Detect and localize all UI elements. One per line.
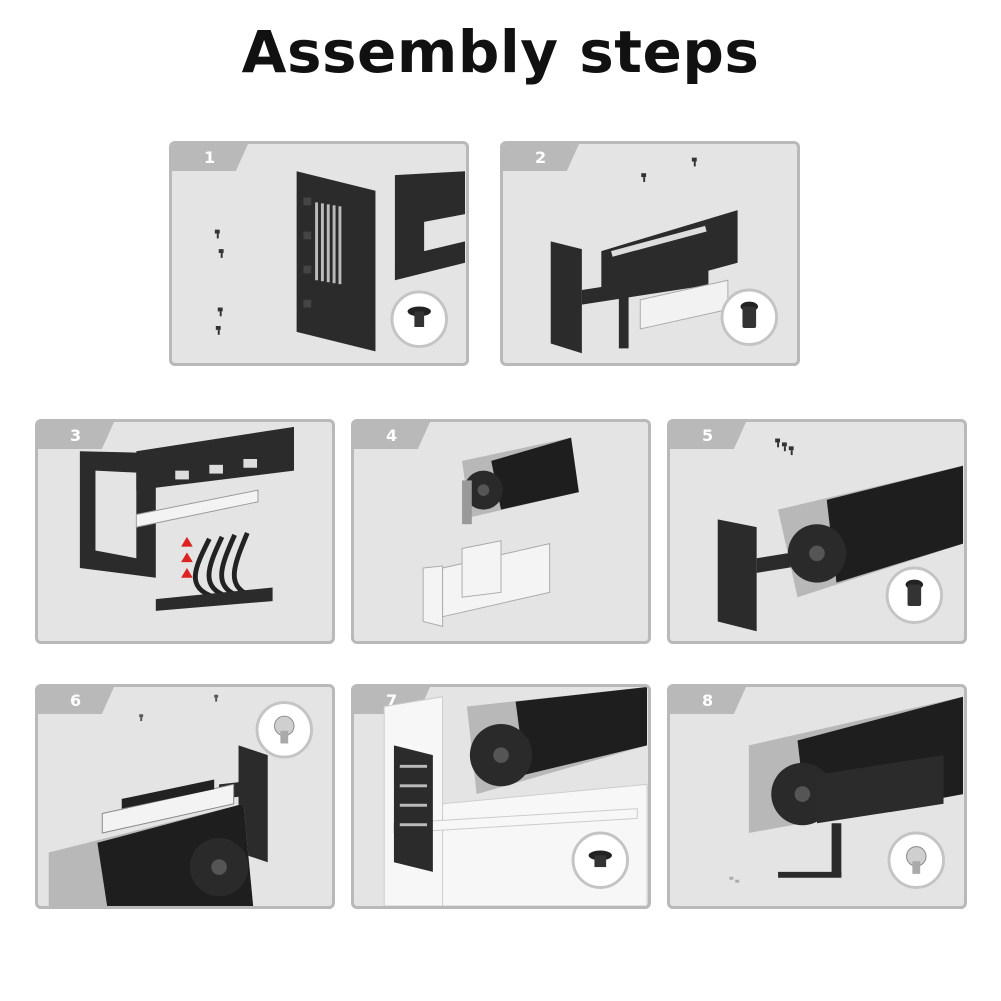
step-number-3: 3 bbox=[38, 422, 114, 449]
screws-icon bbox=[139, 694, 219, 722]
step-3-illustration bbox=[79, 426, 295, 611]
gpu-icon bbox=[466, 687, 647, 795]
step-panel-6: 6 bbox=[35, 684, 335, 909]
step-4-illustration bbox=[422, 437, 579, 628]
screw-callout-icon bbox=[720, 288, 778, 346]
step-7-illustration bbox=[383, 687, 648, 906]
direction-arrows-icon bbox=[181, 536, 193, 578]
step-6-illustration bbox=[48, 694, 313, 906]
step-panel-5: 5 bbox=[667, 419, 967, 644]
step-number-8: 8 bbox=[670, 687, 746, 714]
step-number-5: 5 bbox=[670, 422, 746, 449]
vertical-mount-icon bbox=[422, 540, 551, 628]
screw-callout-icon bbox=[885, 566, 944, 624]
riser-cable-icon bbox=[192, 532, 255, 600]
bracket-icon bbox=[778, 755, 944, 878]
step-number-2: 2 bbox=[503, 144, 579, 171]
step-panel-7: 7 bbox=[351, 684, 651, 909]
riser-slot-icon bbox=[135, 489, 259, 528]
step-number-4: 4 bbox=[354, 422, 430, 449]
step-number-1: 1 bbox=[172, 144, 248, 171]
step-2-illustration bbox=[550, 157, 778, 354]
bracket-assembly-icon bbox=[550, 210, 738, 354]
step-number-6: 6 bbox=[38, 687, 114, 714]
step-panel-2: 2 bbox=[500, 141, 800, 366]
step-panel-1: 1 bbox=[169, 141, 469, 366]
screws-icon bbox=[729, 876, 740, 883]
screws-icon bbox=[214, 229, 224, 335]
step-1-illustration bbox=[214, 171, 465, 352]
gpu-icon bbox=[48, 803, 254, 906]
step-8-illustration bbox=[729, 696, 963, 889]
step-5-illustration bbox=[717, 438, 963, 632]
screws-icon bbox=[641, 157, 697, 182]
screw-callout-icon bbox=[255, 701, 313, 759]
gpu-icon bbox=[462, 437, 579, 525]
page-title: Assembly steps bbox=[241, 18, 760, 86]
mount-frame-icon bbox=[394, 171, 465, 281]
riser-connector-icon bbox=[101, 779, 235, 834]
screws-icon bbox=[775, 438, 794, 456]
step-panel-4: 4 bbox=[351, 419, 651, 644]
bracket-frame-icon bbox=[79, 426, 295, 578]
step-panel-8: 8 bbox=[667, 684, 967, 909]
screw-callout-icon bbox=[571, 831, 629, 889]
screw-callout-icon bbox=[887, 831, 945, 889]
step-panel-3: 3 bbox=[35, 419, 335, 644]
bracket-plate-icon bbox=[296, 171, 376, 352]
bracket-icon bbox=[393, 745, 433, 872]
riser-connector-icon bbox=[155, 587, 273, 611]
gpu-icon bbox=[778, 465, 963, 598]
screw-callout-icon bbox=[390, 290, 448, 348]
